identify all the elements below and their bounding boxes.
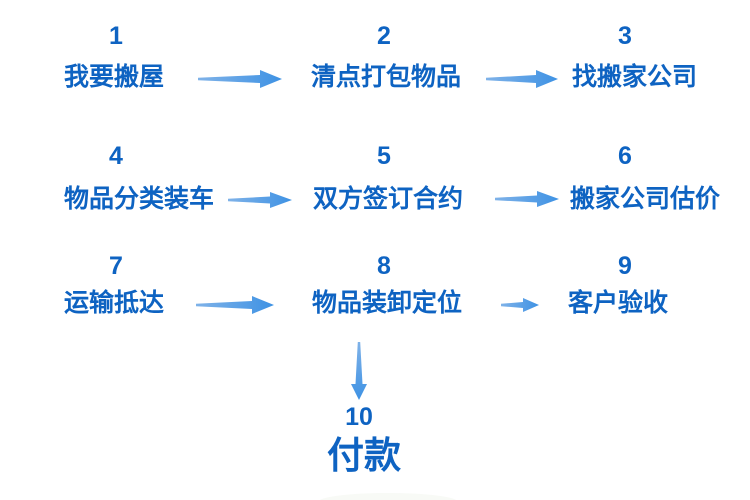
arrow-right-icon	[486, 70, 558, 88]
arrow-right-icon	[228, 192, 292, 208]
bottom-cropped-artifact	[318, 493, 458, 500]
step-1-number: 1	[109, 22, 123, 50]
step-10-number: 10	[345, 403, 373, 431]
arrow-down-icon	[351, 342, 367, 400]
step-5-number: 5	[377, 142, 391, 170]
step-9-number: 9	[618, 252, 632, 280]
step-3-label: 找搬家公司	[572, 63, 698, 91]
step-6-label: 搬家公司估价	[570, 185, 721, 213]
arrow-right-icon	[495, 191, 559, 207]
step-4-number: 4	[109, 142, 123, 170]
step-4-label: 物品分类装车	[64, 185, 215, 213]
step-8-number: 8	[377, 252, 391, 280]
step-2-number: 2	[377, 22, 391, 50]
arrow-right-icon	[196, 296, 274, 314]
step-6-number: 6	[618, 142, 632, 170]
step-5-label: 双方签订合约	[313, 185, 464, 213]
arrow-right-icon	[198, 70, 282, 88]
step-10-label: 付款	[327, 435, 401, 476]
step-2-label: 清点打包物品	[311, 63, 462, 91]
step-8-label: 物品装卸定位	[312, 289, 463, 317]
step-7-number: 7	[109, 252, 123, 280]
arrow-right-icon	[501, 298, 539, 312]
step-1-label: 我要搬屋	[64, 63, 165, 91]
step-3-number: 3	[618, 22, 632, 50]
step-7-label: 运输抵达	[64, 289, 165, 317]
step-9-label: 客户验收	[568, 289, 669, 317]
